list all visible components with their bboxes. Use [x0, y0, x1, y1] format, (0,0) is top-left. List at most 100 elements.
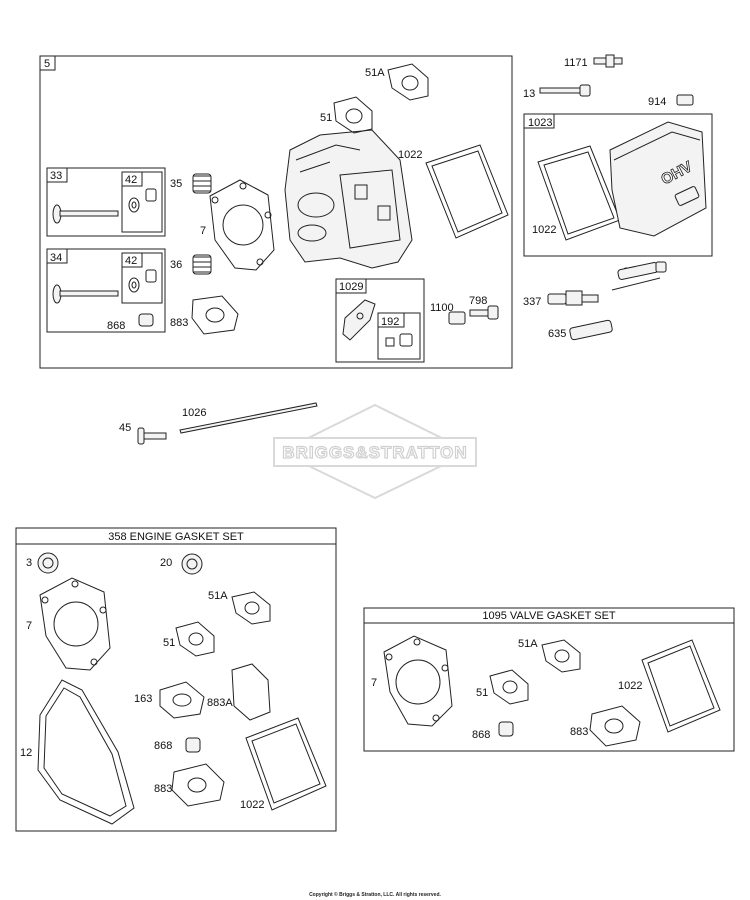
- part-label-45: 45: [119, 422, 131, 434]
- retainer-bottom-number: 42: [125, 255, 137, 267]
- egs-head-gasket-part: [39, 577, 111, 671]
- valve-cover-part: [609, 121, 707, 237]
- intake-gasket-part: [191, 295, 239, 335]
- rocker-nut-part: [385, 333, 413, 347]
- egs-label-868: 868: [154, 740, 172, 752]
- gasket-51-part: [333, 96, 373, 134]
- vgs-label-51: 51: [476, 687, 488, 699]
- main-group-tag: [39, 55, 56, 71]
- egs-label-1022: 1022: [240, 799, 264, 811]
- part-label-635: 635: [548, 328, 566, 340]
- tappet-part: [137, 427, 167, 445]
- cylinder-head-part: [284, 129, 413, 269]
- guide-plate-bolt-part: [469, 305, 499, 320]
- bolt-13-part: [539, 84, 591, 97]
- rocker-arm-box: [335, 278, 425, 363]
- part-label-1171: 1171: [564, 57, 588, 69]
- exhaust-valve-part: [52, 284, 119, 304]
- part-label-914: 914: [648, 96, 666, 108]
- egs-oil-seal-20-part: [181, 553, 203, 575]
- part-label-1022-head: 1022: [398, 149, 422, 161]
- egs-label-3: 3: [26, 557, 32, 569]
- push-rod-part: [179, 402, 318, 434]
- screw-914-part: [676, 94, 694, 106]
- retainer-top-tag: [121, 171, 143, 187]
- vgs-rocker-cover-gasket-part: [641, 639, 721, 733]
- vgs-head-gasket-part: [383, 635, 453, 727]
- part-label-798: 798: [469, 295, 487, 307]
- valve-spring-top-part: [192, 173, 212, 194]
- retainer-top-part: [128, 188, 157, 213]
- egs-gasket-51A-part: [231, 591, 271, 625]
- head-gasket-part: [209, 179, 275, 271]
- part-label-51A: 51A: [365, 67, 385, 79]
- spark-plug-part: [547, 290, 599, 306]
- vgs-gasket-51-part: [489, 669, 529, 705]
- egs-label-7: 7: [26, 620, 32, 632]
- vgs-label-868: 868: [472, 729, 490, 741]
- watermark-text: BRIGGS&STRATTON: [282, 443, 467, 462]
- egs-valve-seal-part: [185, 737, 201, 753]
- egs-gasket-163-part: [159, 681, 205, 719]
- egs-label-51A: 51A: [208, 590, 228, 602]
- intake-valve-box: [46, 167, 166, 237]
- rocker-nut-number: 192: [381, 316, 399, 328]
- vgs-gasket-883-part: [589, 705, 641, 747]
- briggs-stratton-watermark: BRIGGS&STRATTON: [273, 403, 477, 500]
- engine-gasket-set-title: 358 ENGINE GASKET SET: [108, 531, 244, 543]
- valve-seal-part: [138, 313, 154, 327]
- rocker-arm-tag: [335, 278, 367, 294]
- rocker-stud-part: [448, 311, 466, 325]
- part-label-1026: 1026: [182, 407, 206, 419]
- egs-label-883A: 883A: [207, 697, 233, 709]
- main-group-box: [39, 55, 513, 369]
- egs-gasket-51-part: [175, 621, 215, 657]
- valve-gasket-set-box: [363, 607, 735, 752]
- egs-label-163: 163: [134, 693, 152, 705]
- egs-label-51: 51: [163, 637, 175, 649]
- egs-oil-seal-3-part: [37, 552, 59, 574]
- retainer-bottom-tag: [121, 252, 143, 268]
- egs-label-20: 20: [160, 557, 172, 569]
- boot-635-part: [569, 319, 613, 341]
- main-group-number: 5: [44, 58, 50, 70]
- rocker-nut-tag: [377, 312, 405, 328]
- rocker-cover-gasket-part: [425, 144, 509, 239]
- egs-crankcase-gasket-part: [37, 679, 135, 825]
- part-label-883: 883: [170, 317, 188, 329]
- exhaust-gasket-part: [387, 63, 429, 101]
- retainer-top-number: 42: [125, 174, 137, 186]
- valve-cover-number: 1023: [528, 117, 552, 129]
- ignition-lead-part: [611, 261, 667, 291]
- valve-cover-tag: [523, 113, 555, 129]
- part-label-337: 337: [523, 296, 541, 308]
- vgs-label-51A: 51A: [518, 638, 538, 650]
- vgs-gasket-51A-part: [541, 639, 581, 673]
- part-label-35: 35: [170, 178, 182, 190]
- vgs-label-1022: 1022: [618, 680, 642, 692]
- exhaust-valve-tag: [46, 248, 68, 264]
- egs-gasket-883-part: [171, 763, 225, 807]
- intake-valve-tag: [46, 167, 68, 183]
- part-label-868: 868: [107, 320, 125, 332]
- retainer-bottom-part: [128, 269, 157, 293]
- egs-gasket-883A-part: [231, 663, 271, 721]
- stud-1171-part: [593, 54, 623, 68]
- exhaust-valve-box: [46, 248, 166, 333]
- copyright-notice: Copyright © Briggs & Stratton, LLC. All …: [309, 892, 441, 898]
- vgs-valve-seal-part: [498, 721, 514, 737]
- intake-valve-part: [52, 204, 119, 224]
- part-label-51: 51: [320, 112, 332, 124]
- rocker-arm-number: 1029: [339, 281, 363, 293]
- exhaust-valve-number: 34: [50, 252, 62, 264]
- intake-valve-number: 33: [50, 170, 62, 182]
- egs-rocker-cover-gasket-part: [245, 717, 327, 811]
- egs-label-12: 12: [20, 747, 32, 759]
- engine-gasket-set-box: [15, 527, 337, 832]
- part-label-1022-cover: 1022: [532, 224, 556, 236]
- valve-spring-bottom-part: [192, 254, 212, 275]
- vgs-label-7: 7: [371, 677, 377, 689]
- part-label-36: 36: [170, 259, 182, 271]
- egs-label-883: 883: [154, 783, 172, 795]
